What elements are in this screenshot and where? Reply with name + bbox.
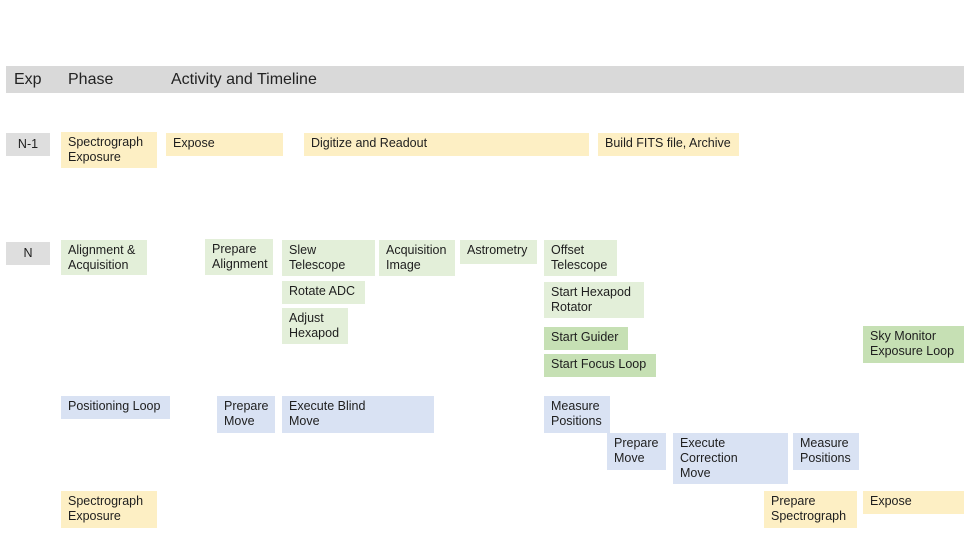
activity-slew-telescope: Slew Telescope	[282, 240, 375, 276]
activity-expose-next: Expose	[863, 491, 964, 514]
activity-execute-correction-move: Execute Correction Move	[673, 433, 788, 484]
activity-offset-telescope: Offset Telescope	[544, 240, 617, 276]
activity-measure-positions-2: Measure Positions	[793, 433, 859, 470]
exp-label-n: N	[6, 242, 50, 265]
activity-astrometry: Astrometry	[460, 240, 537, 264]
activity-execute-blind-move: Execute Blind Move	[282, 396, 434, 433]
activity-adjust-hexapod: Adjust Hexapod	[282, 308, 348, 344]
exp-label-n-minus-1: N-1	[6, 133, 50, 156]
activity-prepare-move: Prepare Move	[217, 396, 275, 433]
activity-acquisition-image: Acquisition Image	[379, 240, 455, 276]
activity-start-hexapod-rotator: Start Hexapod Rotator	[544, 282, 644, 318]
activity-prepare-move-2: Prepare Move	[607, 433, 666, 470]
phase-positioning-loop: Positioning Loop	[61, 396, 170, 419]
header-exp: Exp	[14, 71, 42, 88]
activity-measure-positions-1: Measure Positions	[544, 396, 610, 433]
activity-start-focus-loop: Start Focus Loop	[544, 354, 656, 377]
activity-build-fits-archive: Build FITS file, Archive	[598, 133, 739, 156]
activity-digitize-readout: Digitize and Readout	[304, 133, 589, 156]
header-bar: Exp Phase Activity and Timeline	[6, 66, 964, 93]
phase-spectrograph-exposure-next: Spectrograph Exposure	[61, 491, 157, 528]
header-activity: Activity and Timeline	[171, 71, 317, 88]
activity-rotate-adc: Rotate ADC	[282, 281, 365, 304]
phase-alignment-acquisition: Alignment & Acquisition	[61, 240, 147, 275]
activity-start-guider: Start Guider	[544, 327, 628, 350]
header-phase: Phase	[68, 71, 114, 88]
activity-sky-monitor-exposure-loop: Sky Monitor Exposure Loop	[863, 326, 964, 363]
activity-prepare-alignment: Prepare Alignment	[205, 239, 273, 275]
phase-spectrograph-exposure-prev: Spectrograph Exposure	[61, 132, 157, 168]
activity-prepare-spectrograph: Prepare Spectrograph	[764, 491, 857, 528]
activity-expose-prev: Expose	[166, 133, 283, 156]
